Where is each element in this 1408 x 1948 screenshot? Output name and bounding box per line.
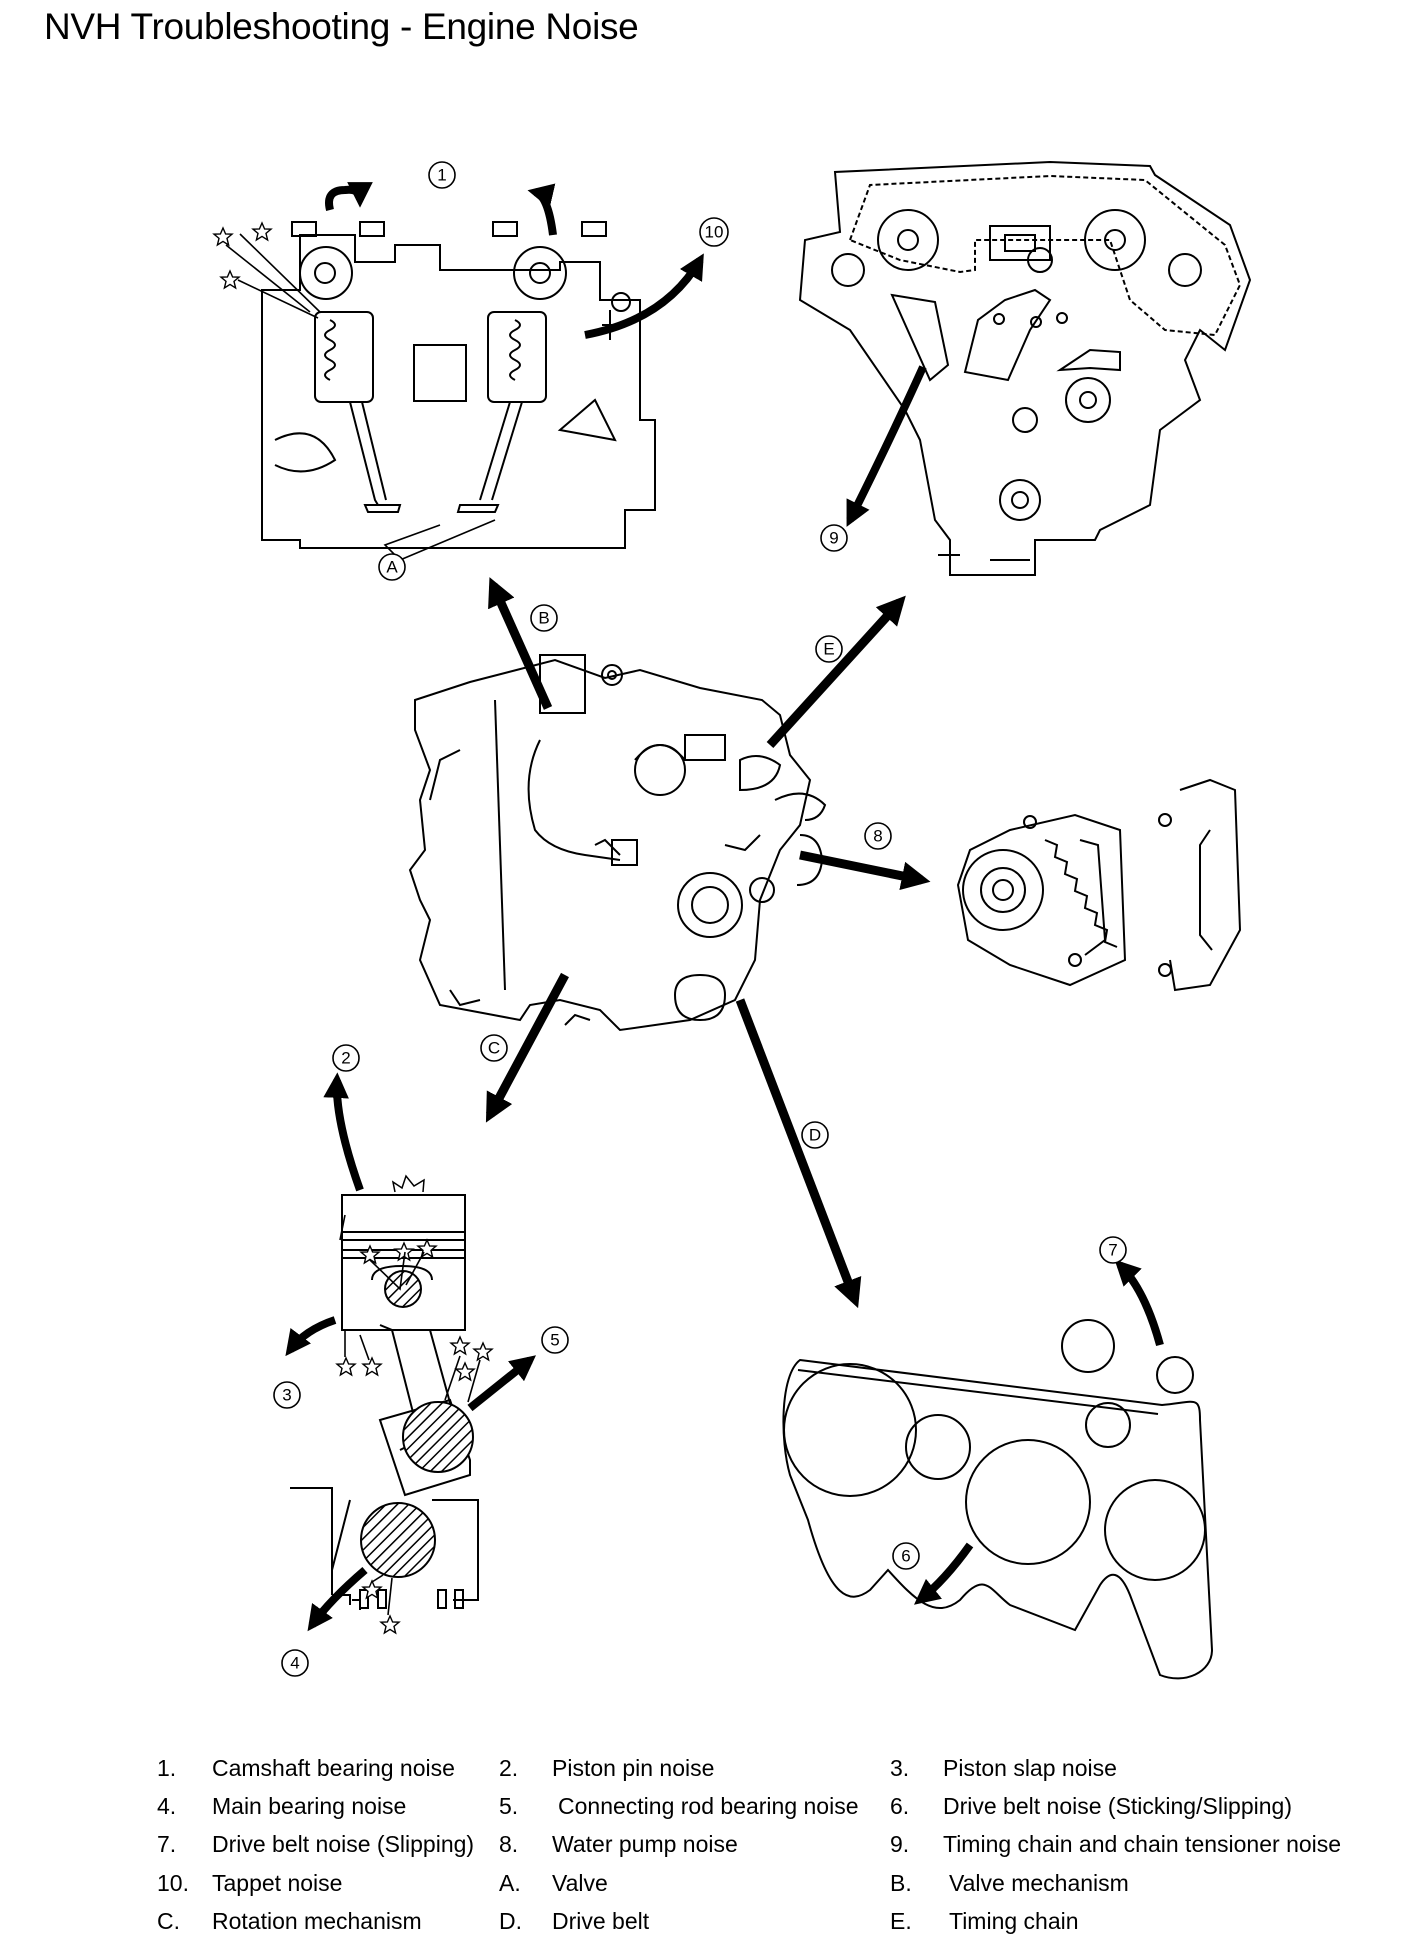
callout-1: 1 <box>428 161 456 189</box>
svg-text:10: 10 <box>705 223 724 242</box>
svg-text:4: 4 <box>290 1654 299 1673</box>
callout-E: E <box>815 635 843 663</box>
callout-6: 6 <box>892 1542 920 1570</box>
svg-text:C: C <box>488 1039 500 1058</box>
svg-text:D: D <box>809 1126 821 1145</box>
svg-text:7: 7 <box>1108 1241 1117 1260</box>
callout-4: 4 <box>281 1649 309 1677</box>
callout-2: 2 <box>332 1044 360 1072</box>
svg-text:9: 9 <box>829 529 838 548</box>
svg-text:E: E <box>823 640 834 659</box>
drive-belt-illustration <box>782 1319 1214 1680</box>
main-arrows <box>285 182 1164 1632</box>
callout-C: C <box>480 1034 508 1062</box>
leader-lines <box>225 233 496 1616</box>
water-pump-illustration <box>956 778 1242 992</box>
svg-text:8: 8 <box>873 827 882 846</box>
callout-5: 5 <box>541 1326 569 1354</box>
callout-B: B <box>530 604 558 632</box>
timing-chain-illustration <box>798 160 1252 576</box>
svg-text:B: B <box>538 609 549 628</box>
page-title: NVH Troubleshooting - Engine Noise <box>44 6 639 47</box>
callout-8: 8 <box>864 822 892 850</box>
svg-text:1: 1 <box>437 166 446 185</box>
callout-D: D <box>801 1121 829 1149</box>
callout-9: 9 <box>820 524 848 552</box>
svg-text:2: 2 <box>341 1049 350 1068</box>
callout-7: 7 <box>1099 1236 1127 1264</box>
svg-text:5: 5 <box>550 1331 559 1350</box>
callout-3: 3 <box>273 1381 301 1409</box>
svg-text:A: A <box>386 558 398 577</box>
engine-illustration <box>408 654 827 1032</box>
svg-text:3: 3 <box>282 1386 291 1405</box>
cylinder-head-illustration <box>261 221 656 549</box>
callout-A: A <box>378 553 406 581</box>
svg-text:6: 6 <box>901 1547 910 1566</box>
callout-10: 10 <box>699 217 729 247</box>
